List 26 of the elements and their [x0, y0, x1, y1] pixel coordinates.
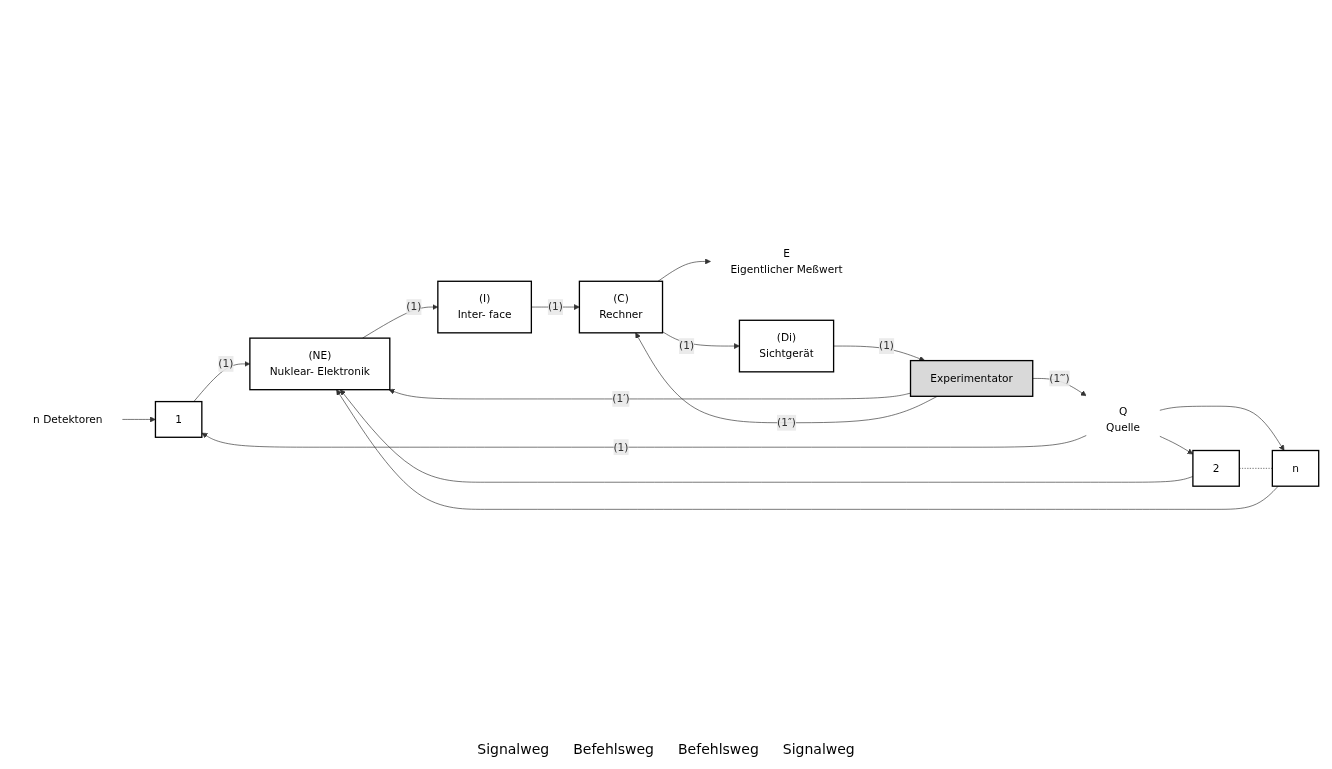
- edge-label: (1‴): [1049, 371, 1070, 385]
- node-box: (C) Rechner: [578, 280, 664, 334]
- path-label: Signalweg: [477, 741, 550, 757]
- node-box: Experimentator: [909, 359, 1034, 397]
- edge-label: (1): [679, 339, 695, 353]
- path-label: Signalweg: [782, 741, 855, 757]
- node-box: 1: [154, 400, 203, 438]
- node-text: E: [783, 246, 790, 260]
- edge-label: (1): [218, 357, 234, 370]
- edge-label: (1): [879, 339, 894, 353]
- edge-label: (1): [547, 300, 563, 314]
- edge-label: (1′): [612, 392, 630, 405]
- node-box: (I) Inter- face: [437, 280, 532, 334]
- edge-label: (1″): [777, 416, 796, 429]
- edge-label: (1): [613, 440, 629, 454]
- node-box: n: [1271, 449, 1320, 487]
- node-box: (NE) Nuklear- Elektronik: [249, 337, 391, 391]
- node-box: 2: [1192, 449, 1240, 487]
- edge-label: (1): [406, 300, 422, 314]
- node-label: Eigentlicher Meßwert: [730, 262, 843, 276]
- path-label: Befehlsweg: [678, 741, 759, 757]
- node-text: n Detektoren: [33, 412, 103, 426]
- node-label: Quelle: [1106, 420, 1141, 434]
- node-text: Q: [1118, 404, 1128, 418]
- path-label: Befehlsweg: [573, 741, 654, 757]
- node-box: (Di) Sichtgerät: [738, 319, 835, 373]
